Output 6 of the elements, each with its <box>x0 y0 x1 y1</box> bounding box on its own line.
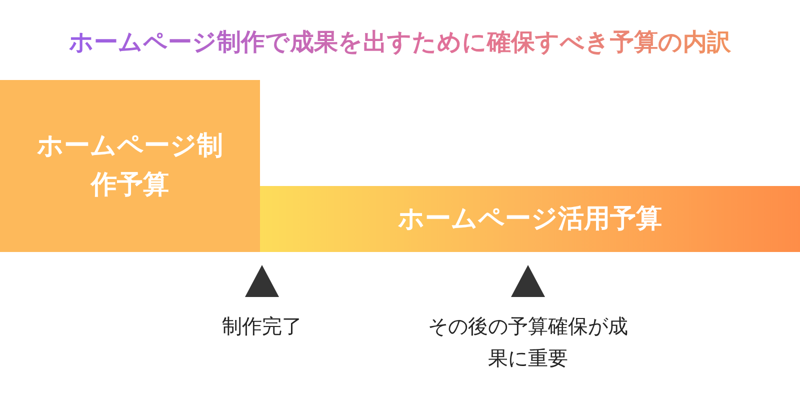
milestone-note: その後の予算確保が成果に重要 <box>428 313 628 372</box>
bar-label: ホームページ制作予算 <box>36 130 224 202</box>
budget-bar <box>0 80 260 252</box>
milestone-note: 制作完了 <box>222 313 302 340</box>
bar-label: ホームページ活用予算 <box>398 202 662 236</box>
budget-bar <box>260 186 800 252</box>
